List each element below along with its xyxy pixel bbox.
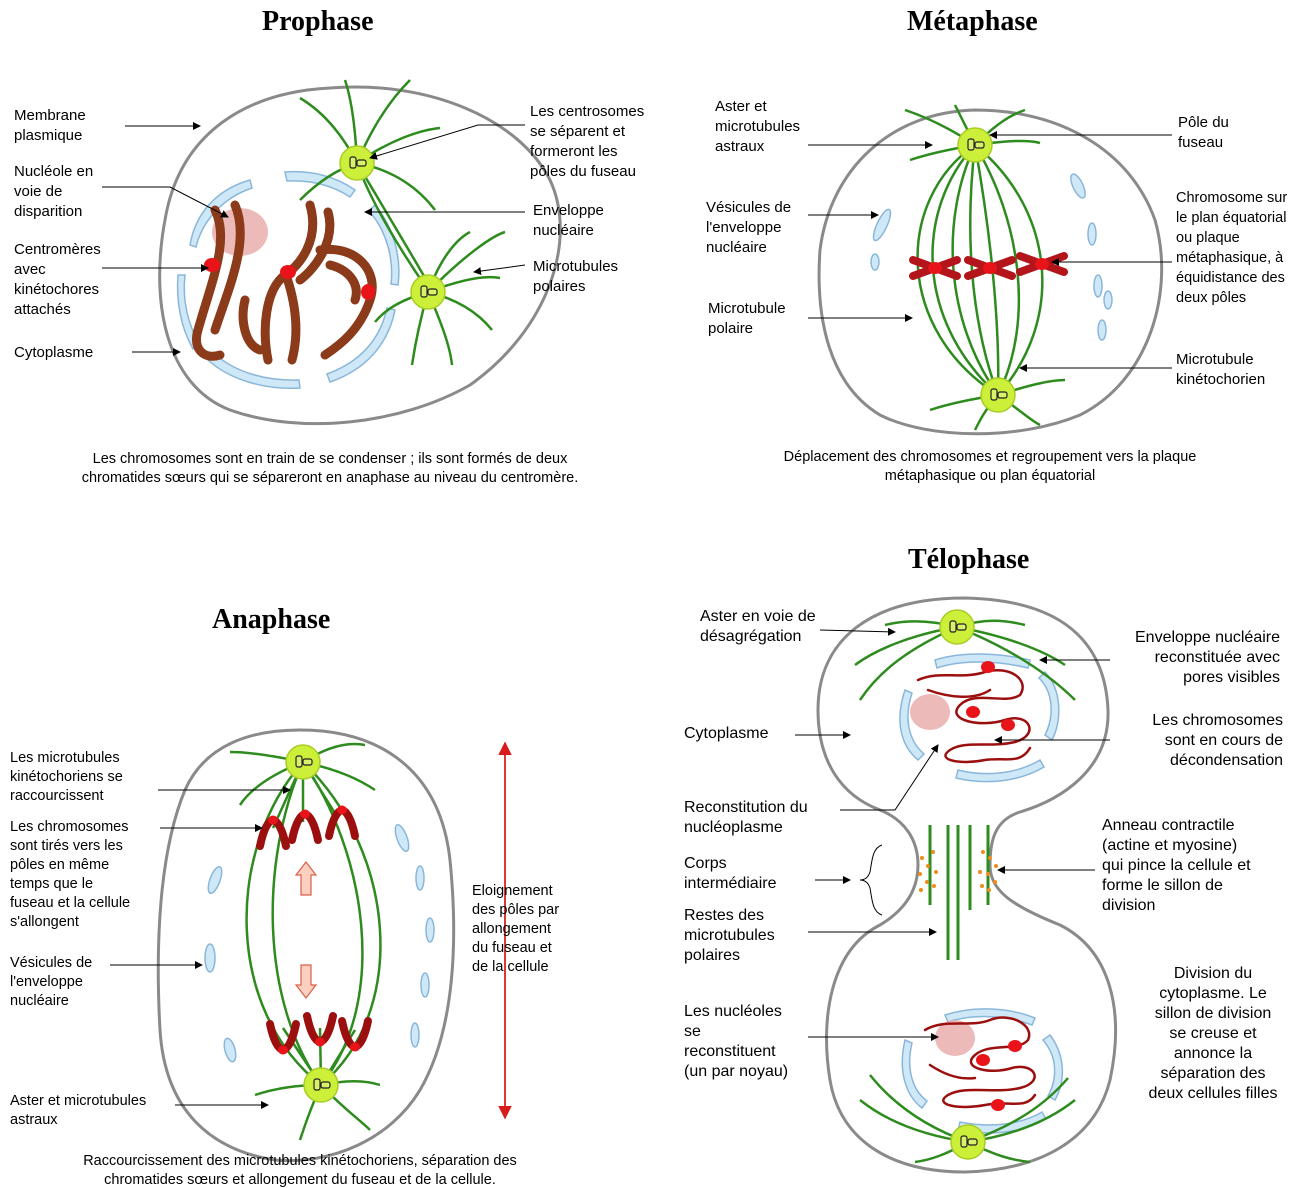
prophase-caption: Les chromosomes sont en train de se cond… [20, 450, 640, 488]
centrosome-icon [411, 275, 445, 309]
prophase-title: Prophase [262, 6, 374, 38]
centrosome-icon [340, 146, 374, 180]
metaphase-title: Métaphase [907, 6, 1038, 38]
label-polar-microtubules: Microtubules polaires [533, 257, 618, 297]
label-aster: Aster et microtubules astraux [10, 1092, 146, 1130]
label-pole-separation: Eloignement des pôles par allongement du… [472, 882, 559, 977]
centrosome-icon [286, 745, 320, 779]
prophase-cell [102, 80, 560, 424]
label-nuclear-envelope: Enveloppe nucléaire [533, 201, 604, 241]
metaphase-caption: Déplacement des chromosomes et regroupem… [690, 448, 1290, 486]
label-cytoplasm: Cytoplasme [684, 724, 768, 744]
metaphase-cell [808, 105, 1172, 434]
spindle-pole-icon [958, 128, 992, 162]
label-centromeres: Centromères avec kinétochores attachés [14, 240, 101, 320]
label-microtubules-shorten: Les microtubules kinétochoriens se racco… [10, 749, 123, 806]
label-chromosomes-pulled: Les chromosomes sont tirés vers les pôle… [10, 818, 130, 932]
spindle-pole-icon [981, 378, 1015, 412]
label-vesicles: Vésicules de l'enveloppe nucléaire [706, 198, 791, 258]
label-midbody: Corps intermédiaire [684, 854, 776, 894]
brace [860, 845, 882, 915]
label-vesicles: Vésicules de l'enveloppe nucléaire [10, 954, 92, 1011]
label-aster: Aster et microtubules astraux [715, 97, 800, 157]
label-equatorial-chromosome: Chromosome sur le plan équatorial ou pla… [1176, 188, 1287, 308]
anaphase-cell [110, 730, 505, 1161]
label-remaining-microtubules: Restes des microtubules polaires [684, 906, 775, 966]
label-reformed-envelope: Enveloppe nucléaire reconstituée avec po… [1100, 628, 1280, 688]
label-nucleolus-disappearing: Nucléole en voie de disparition [14, 162, 93, 222]
nucleolus [910, 694, 950, 730]
centrosome-icon [304, 1068, 338, 1102]
label-decondensation: Les chromosomes sont en cours de déconde… [1100, 711, 1283, 771]
anaphase-title: Anaphase [212, 604, 330, 636]
centrosome-icon [951, 1125, 985, 1159]
label-aster-disaggregation: Aster en voie de désagrégation [700, 607, 816, 647]
label-cytoplasm: Cytoplasme [14, 343, 93, 363]
centrosome-icon [940, 610, 974, 644]
telophase-cell [795, 598, 1116, 1172]
label-nucleoli: Les nucléoles se reconstituent (un par n… [684, 1002, 788, 1082]
label-cytokinesis: Division du cytoplasme. Le sillon de div… [1128, 964, 1298, 1104]
label-polar-microtubule: Microtubule polaire [708, 299, 786, 339]
label-nucleoplasm: Reconstitution du nucléoplasme [684, 798, 808, 838]
label-centrosomes: Les centrosomes se séparent et formeront… [530, 102, 644, 182]
label-kinetochore-microtubule: Microtubule kinétochorien [1176, 350, 1265, 390]
plasma-membrane [158, 730, 453, 1161]
anaphase-caption: Raccourcissement des microtubules kinéto… [10, 1152, 590, 1188]
label-contractile-ring: Anneau contractile (actine et myosine) q… [1102, 816, 1251, 916]
telophase-title: Télophase [908, 544, 1029, 576]
label-spindle-pole: Pôle du fuseau [1178, 113, 1229, 153]
label-plasma-membrane: Membrane plasmique [14, 106, 86, 146]
plasma-membrane [818, 598, 1116, 1172]
